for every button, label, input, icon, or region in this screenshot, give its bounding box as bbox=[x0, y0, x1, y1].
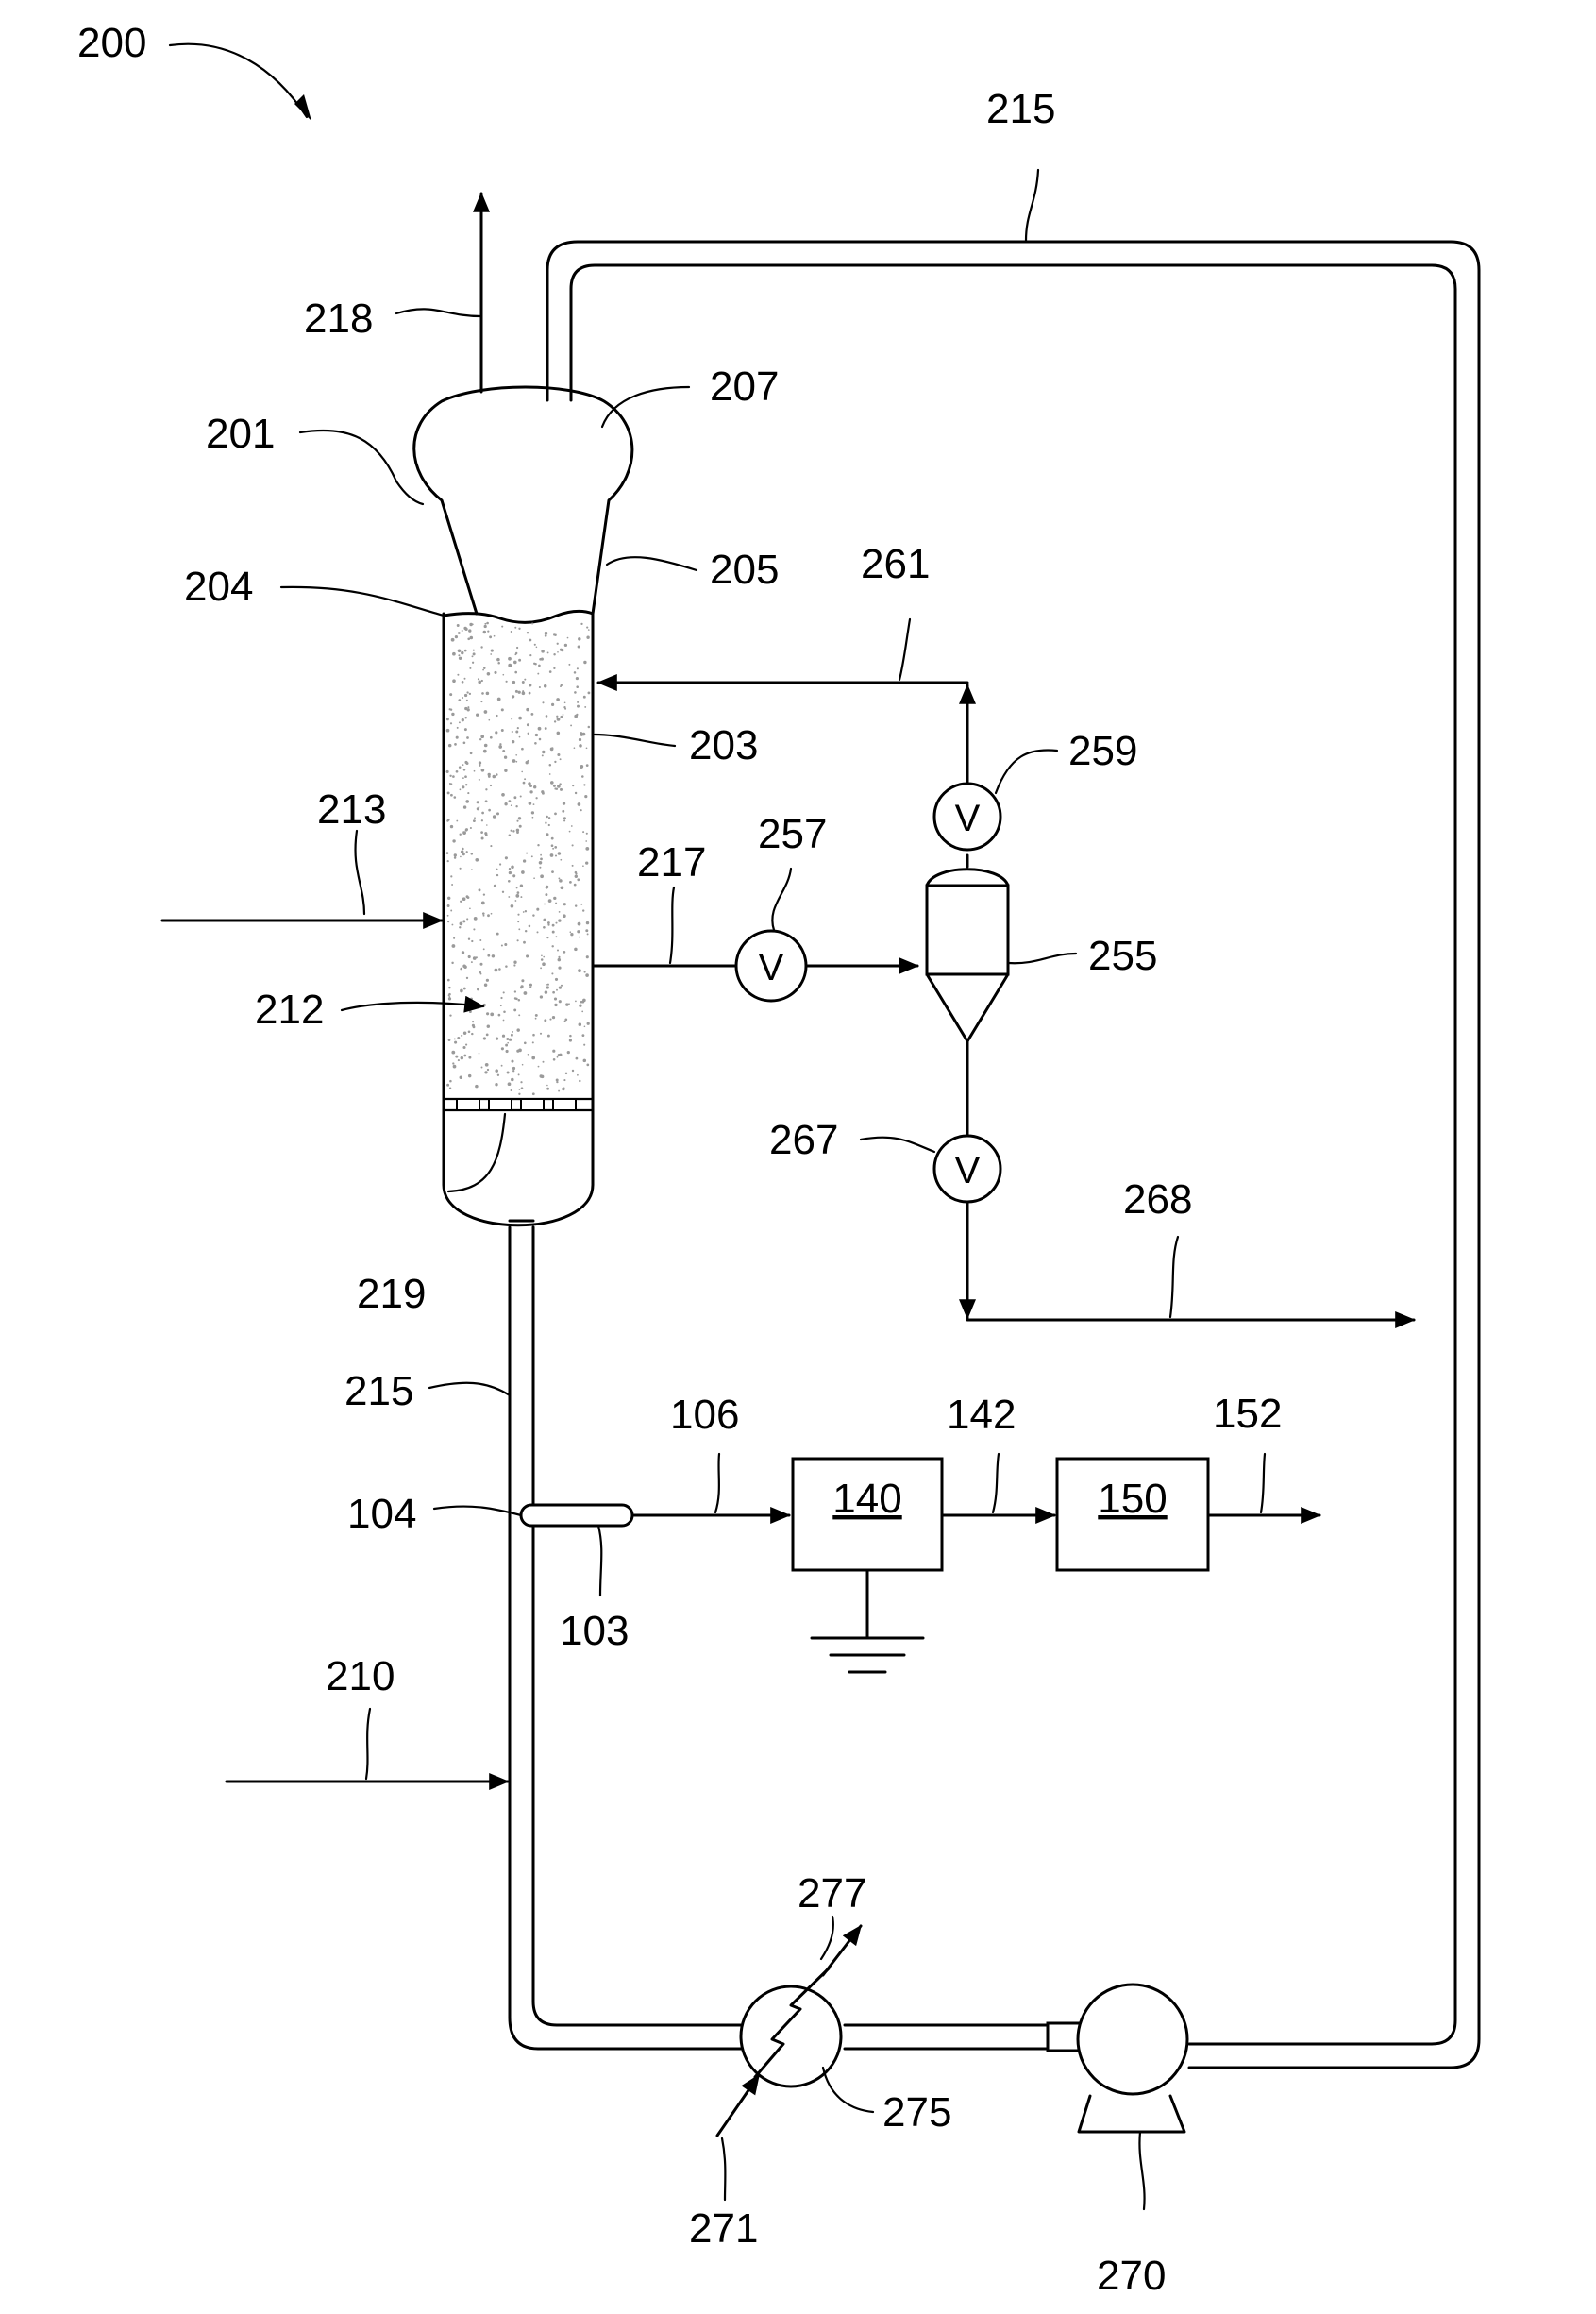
label-267: 267 bbox=[769, 1117, 838, 1163]
label-215-top: 215 bbox=[986, 86, 1055, 132]
ground-symbol bbox=[812, 1570, 923, 1672]
label-212: 212 bbox=[255, 987, 324, 1033]
label-205: 205 bbox=[710, 547, 779, 593]
label-270-leader bbox=[1139, 2132, 1144, 2209]
label-257-leader bbox=[772, 869, 791, 930]
label-275: 275 bbox=[882, 2089, 951, 2136]
sampling-probe-103 bbox=[521, 1505, 632, 1526]
label-201-leader bbox=[300, 431, 423, 504]
label-259: 259 bbox=[1068, 728, 1137, 774]
label-212-arrow bbox=[342, 1003, 483, 1010]
label-103: 103 bbox=[560, 1608, 629, 1654]
label-218: 218 bbox=[304, 296, 373, 342]
label-255: 255 bbox=[1088, 933, 1157, 979]
label-215-left: 215 bbox=[344, 1368, 413, 1414]
block-150[interactable]: 150 bbox=[1057, 1459, 1208, 1570]
svg-text:V: V bbox=[955, 798, 981, 839]
block-140[interactable]: 140 bbox=[793, 1459, 942, 1570]
pump-270[interactable] bbox=[1048, 1985, 1187, 2132]
label-215-top-leader bbox=[1026, 170, 1038, 241]
label-201: 201 bbox=[206, 411, 275, 457]
label-217-leader bbox=[670, 887, 674, 963]
valve-257[interactable]: V bbox=[736, 931, 806, 1001]
label-106: 106 bbox=[670, 1392, 739, 1438]
label-152: 152 bbox=[1213, 1391, 1282, 1437]
coolant-outlet-277 bbox=[823, 1926, 861, 1975]
label-204: 204 bbox=[184, 564, 253, 610]
label-261: 261 bbox=[861, 541, 930, 587]
heat-exchanger-275[interactable] bbox=[741, 1968, 841, 2086]
label-205-leader bbox=[607, 557, 697, 570]
label-204-leader bbox=[281, 587, 444, 616]
label-152-leader bbox=[1261, 1454, 1265, 1512]
figure-number-arrowhead bbox=[294, 94, 311, 121]
valve-259[interactable]: V bbox=[934, 784, 1000, 850]
label-217: 217 bbox=[637, 839, 706, 886]
svg-text:140: 140 bbox=[832, 1476, 901, 1522]
svg-text:150: 150 bbox=[1098, 1476, 1167, 1522]
label-142: 142 bbox=[947, 1392, 1016, 1438]
label-104: 104 bbox=[347, 1491, 416, 1537]
label-219-leader bbox=[448, 1114, 505, 1191]
distributor-plate-219 bbox=[444, 1099, 593, 1110]
label-255-leader bbox=[1008, 954, 1076, 963]
label-213: 213 bbox=[317, 786, 386, 833]
figure-number-leader bbox=[170, 44, 307, 117]
valve-267[interactable]: V bbox=[934, 1136, 1000, 1202]
label-268-leader bbox=[1170, 1237, 1178, 1317]
label-218-leader bbox=[396, 309, 481, 316]
label-213-leader bbox=[356, 831, 364, 914]
catalyst-bed-212 bbox=[446, 622, 591, 1095]
label-203: 203 bbox=[689, 722, 758, 769]
separator-vessel-255 bbox=[927, 855, 1008, 1041]
label-257: 257 bbox=[758, 811, 827, 857]
label-261-leader bbox=[899, 619, 910, 680]
label-219: 219 bbox=[357, 1271, 426, 1317]
label-268: 268 bbox=[1123, 1176, 1192, 1223]
label-275-leader bbox=[823, 2068, 873, 2112]
label-277: 277 bbox=[798, 1870, 866, 1917]
label-207-leader bbox=[602, 387, 689, 427]
label-259-leader bbox=[996, 750, 1057, 793]
label-210-leader bbox=[366, 1709, 370, 1779]
figure-number-label: 200 bbox=[77, 20, 146, 66]
label-203-leader bbox=[595, 735, 675, 746]
label-270: 270 bbox=[1097, 2253, 1166, 2299]
label-207: 207 bbox=[710, 363, 779, 410]
label-210: 210 bbox=[326, 1653, 395, 1699]
label-215-left-leader bbox=[429, 1383, 510, 1395]
coolant-inlet-271 bbox=[717, 2075, 759, 2136]
label-267-leader bbox=[861, 1138, 934, 1152]
label-142-leader bbox=[993, 1454, 999, 1512]
label-104-leader bbox=[434, 1507, 521, 1515]
label-103-leader bbox=[598, 1526, 601, 1596]
label-277-leader bbox=[821, 1917, 833, 1959]
label-271: 271 bbox=[689, 2205, 758, 2252]
label-106-leader bbox=[715, 1454, 719, 1512]
label-271-leader bbox=[722, 2138, 725, 2200]
svg-text:V: V bbox=[759, 947, 784, 988]
svg-text:V: V bbox=[955, 1150, 981, 1191]
